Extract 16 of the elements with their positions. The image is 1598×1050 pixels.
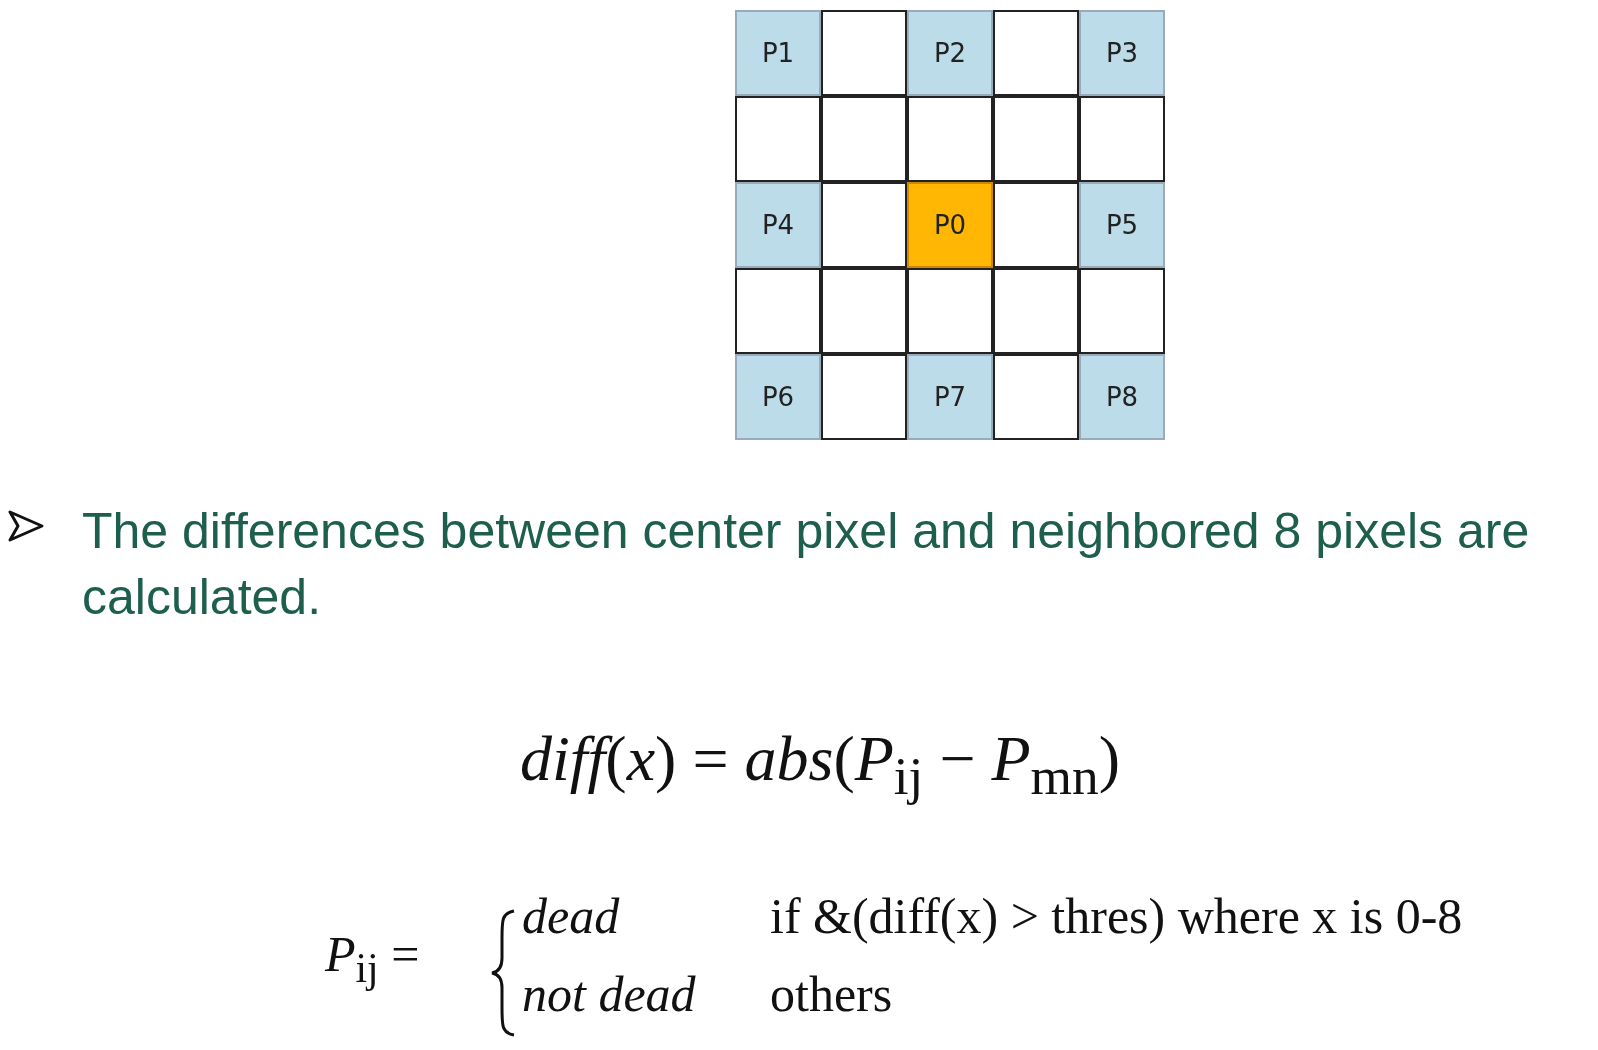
formula-case: not dead [522, 965, 696, 1023]
formula-condition: if &(diff(x) > thres) where x is 0-8 [770, 887, 1463, 945]
pixel-cell: P8 [1079, 354, 1165, 440]
pixel-cell: P1 [735, 10, 821, 96]
bullet-text: The differences between center pixel and neighbored 8 pixels are calculated. [82, 502, 1531, 627]
formula-case: dead [522, 887, 620, 945]
pixel-cell: P7 [907, 354, 993, 440]
pixel-cell: P4 [735, 182, 821, 268]
pixel-cell: P6 [735, 354, 821, 440]
pixel-cell: P3 [1079, 10, 1165, 96]
formula: P$_{ij}$ = [325, 925, 420, 992]
pixel-cell: P5 [1079, 182, 1165, 268]
pixel-cell: P0 [907, 182, 993, 268]
formula: diff(x) = abs(P$_{ij}$ − P$_{mn}$) [520, 722, 1121, 807]
formula-condition: others [770, 965, 893, 1023]
pixel-cell: P2 [907, 10, 993, 96]
